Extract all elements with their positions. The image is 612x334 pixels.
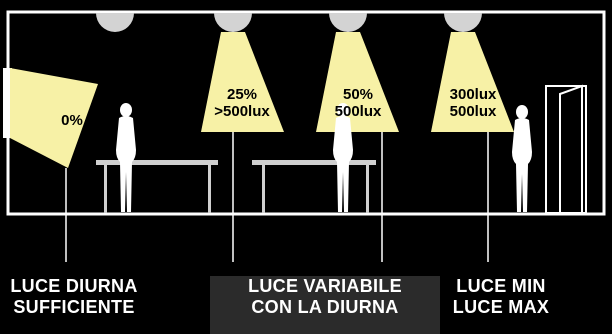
caption-line: SUFFICIENTE	[13, 296, 135, 317]
cone-value: 0%	[61, 112, 83, 129]
cone-label-zone-2: 25% >500lux	[196, 86, 288, 121]
ceiling-lamp-icon	[214, 13, 252, 32]
door-icon	[545, 84, 587, 214]
ceiling-lamp-icon	[444, 13, 482, 32]
cone-label-zone-3: 50% 500lux	[312, 86, 404, 121]
window-icon	[3, 68, 12, 138]
caption-line: LUCE DIURNA	[10, 276, 138, 296]
cone-value: >500lux	[214, 103, 270, 121]
desk-icon	[252, 160, 376, 213]
person-icon	[116, 103, 136, 212]
person-icon	[512, 105, 532, 212]
person-icon	[333, 103, 353, 212]
caption-background-panel	[210, 276, 440, 334]
ceiling-lamp-icon	[329, 13, 367, 32]
caption-daylight: LUCE DIURNA SUFFICIENTE	[0, 276, 148, 317]
cone-value: 300lux	[449, 86, 497, 103]
daylight-cone	[10, 68, 98, 168]
caption-line: CON LA DIURNA	[251, 296, 399, 317]
caption-variable-light: LUCE VARIABILE CON LA DIURNA	[210, 276, 440, 317]
caption-min-max: LUCE MIN LUCE MAX	[442, 276, 560, 317]
lamp-light-cone	[316, 32, 399, 132]
cone-value: 50%	[342, 86, 374, 103]
desk-icon	[96, 160, 218, 213]
leader-lines	[65, 132, 489, 262]
lamp-light-cone	[431, 32, 514, 132]
ceiling-lamp-icon	[96, 13, 134, 32]
cone-value: 500lux	[449, 103, 497, 121]
caption-line: LUCE MIN	[456, 276, 546, 296]
cone-label-zone-4: 300lux 500lux	[427, 86, 519, 121]
cone-label-daylight: 0%	[50, 112, 94, 129]
cone-value: 25%	[226, 86, 258, 103]
cone-value: 500lux	[334, 103, 382, 121]
caption-line: LUCE MAX	[452, 296, 550, 317]
lamp-light-cone	[201, 32, 284, 132]
caption-line: LUCE VARIABILE	[248, 276, 402, 296]
